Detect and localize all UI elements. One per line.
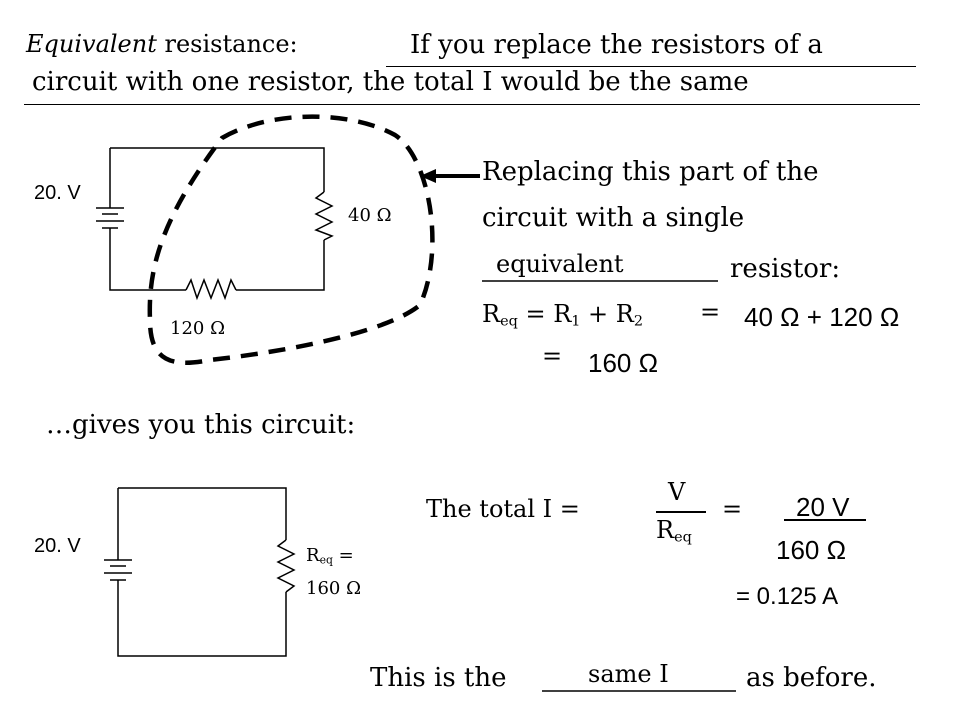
- definition-answer-line-2: circuit with one resistor, the total I w…: [32, 67, 749, 97]
- formula-result: 160 Ω: [588, 348, 659, 378]
- explanation-blank-answer: equivalent: [496, 250, 624, 278]
- equivalent-region-outline: [147, 114, 435, 365]
- circuit-1-r2-label: 120 Ω: [170, 318, 226, 339]
- gives-you-text: …gives you this circuit:: [46, 410, 356, 440]
- explanation-line-3-rest: resistor:: [730, 254, 841, 284]
- formula-r1: R: [553, 300, 572, 328]
- circuit-1-wire-left-bottom: [109, 228, 186, 291]
- definition-answer-line-1: If you replace the resistors of a: [410, 30, 823, 60]
- formula-value-sum: 40 Ω + 120 Ω: [744, 302, 900, 332]
- circuit-1-wire-right-bottom: [236, 240, 325, 291]
- circuit-1-resistor-40: [314, 191, 334, 241]
- equivalent-formula: Req = R1 + R2: [482, 300, 643, 330]
- current-denominator-sub: eq: [674, 529, 692, 546]
- circuit-2-wire-right-bottom: [117, 580, 287, 657]
- current-denominator: Req: [656, 516, 692, 546]
- circuit-2-req-label: Req =: [306, 545, 354, 567]
- circuit-1-wire-top: [110, 147, 325, 192]
- circuit-1: [96, 147, 334, 301]
- explanation-line-2: circuit with a single: [482, 203, 745, 233]
- formula-eq3: =: [542, 342, 563, 370]
- current-denominator-r: R: [656, 516, 675, 544]
- circuit-2: [104, 487, 296, 657]
- definition-blank-line-2: [24, 104, 920, 105]
- formula-r2-sub: 2: [633, 313, 644, 330]
- circuit-2-req-sub: eq: [319, 553, 333, 567]
- explanation-line-1: Replacing this part of the: [482, 157, 819, 187]
- formula-eq2: =: [700, 298, 721, 326]
- formula-req-sub: eq: [500, 313, 518, 330]
- circuit-2-wire-top: [118, 487, 287, 540]
- circuit-2-req-eq: =: [332, 545, 354, 566]
- current-num-value: 20 V: [796, 492, 850, 522]
- conclusion-suffix: as before.: [746, 663, 877, 693]
- definition-blank-line-1: [386, 66, 916, 67]
- definition-term: Equivalent: [26, 30, 157, 58]
- circuit-1-voltage-label: 20. V: [34, 182, 81, 204]
- definition-term-line: Equivalent resistance:: [26, 30, 298, 58]
- circuit-1-resistor-120: [185, 277, 237, 301]
- conclusion-prefix: This is the: [370, 663, 507, 693]
- total-current-label: The total I =: [426, 495, 580, 523]
- current-numerator: V: [668, 478, 686, 506]
- circuit-2-req-r: R: [306, 545, 320, 566]
- current-den-value: 160 Ω: [776, 535, 847, 565]
- pointer-arrow: [420, 169, 480, 183]
- circuit-2-resistor-req: [276, 539, 296, 593]
- current-result: = 0.125 A: [736, 583, 839, 610]
- current-eq: =: [722, 495, 743, 523]
- formula-req: R: [482, 300, 501, 328]
- circuit-2-req-value: 160 Ω: [306, 578, 362, 599]
- definition-term-rest: resistance:: [156, 30, 298, 58]
- formula-r2: R: [615, 300, 634, 328]
- formula-eq1: =: [517, 300, 554, 328]
- formula-plus: +: [580, 300, 616, 328]
- circuit-1-r1-label: 40 Ω: [348, 205, 392, 226]
- formula-r1-sub: 1: [571, 313, 581, 330]
- conclusion-answer: same I: [588, 660, 669, 688]
- circuit-2-voltage-label: 20. V: [34, 535, 81, 557]
